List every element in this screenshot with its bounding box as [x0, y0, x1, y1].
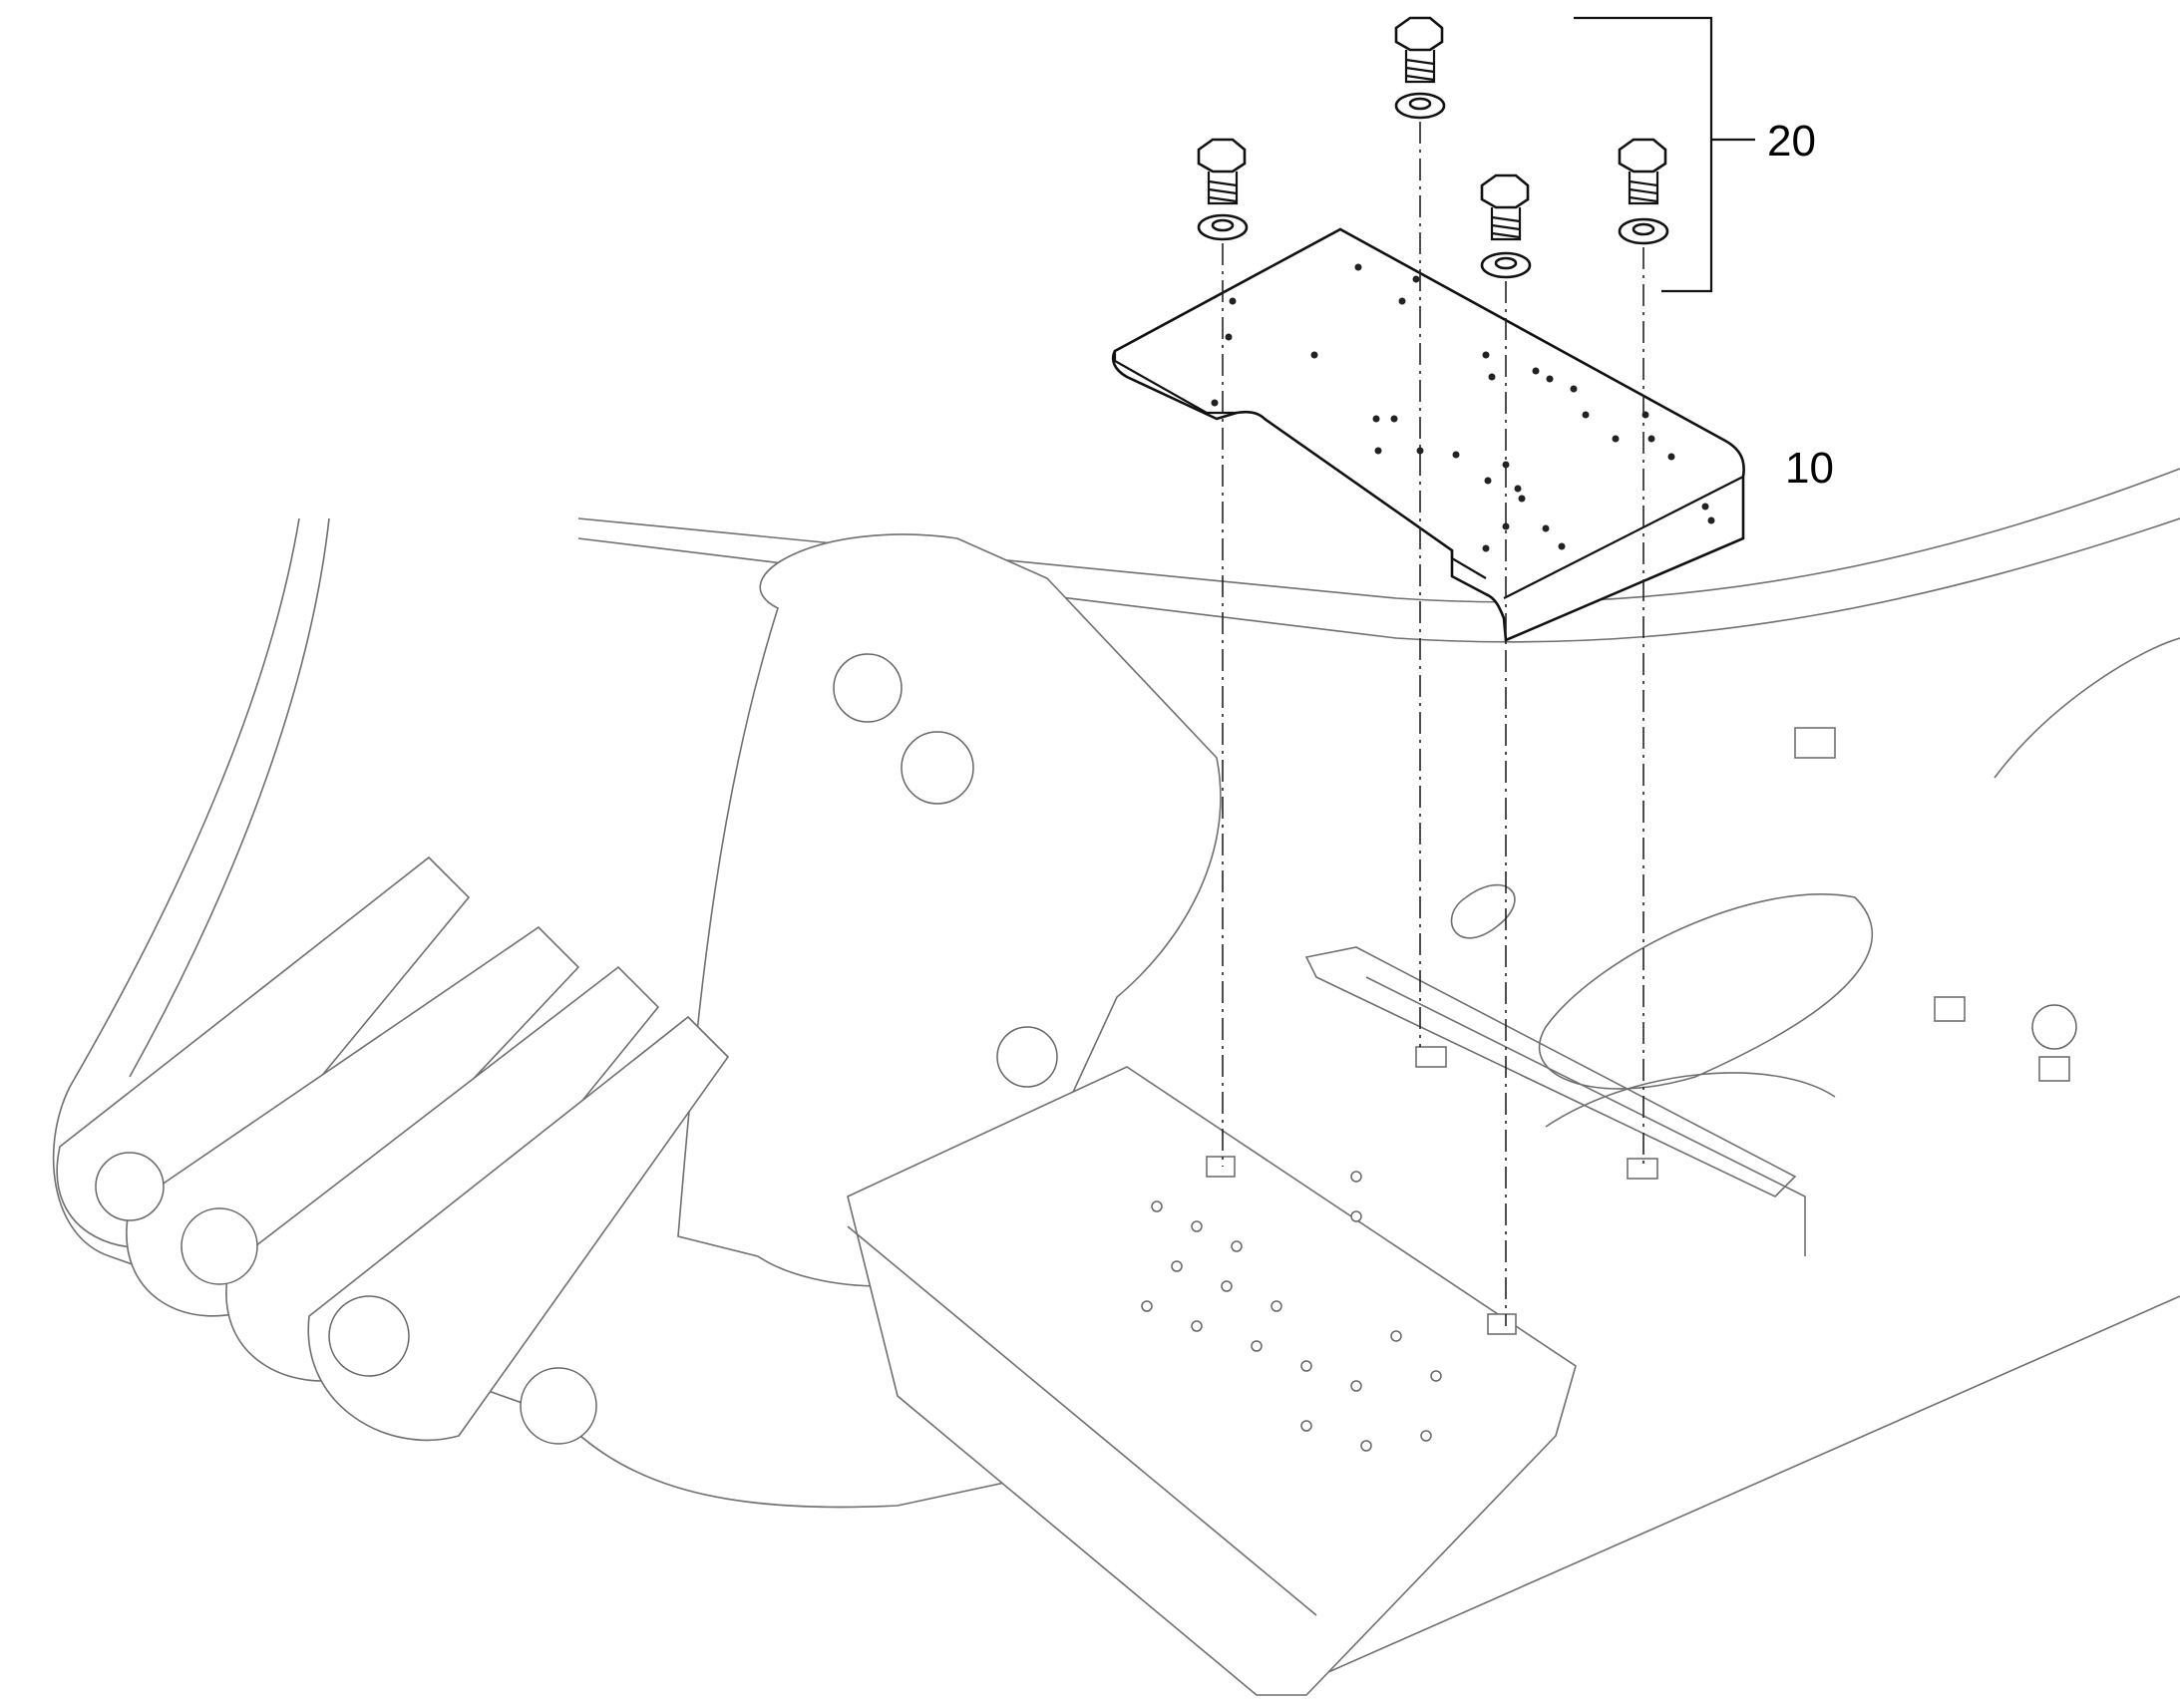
- step-holes: [1141, 1171, 1442, 1452]
- washer-icon: [1394, 92, 1446, 120]
- plate-holes: [1211, 263, 1715, 552]
- hex-bolt-icon: [1480, 173, 1530, 241]
- washer-icon: [1618, 217, 1669, 245]
- callout-item-10: 10: [1785, 444, 1834, 493]
- callout-bracket-20: [1574, 16, 1755, 293]
- hex-bolt-icon: [1197, 138, 1247, 205]
- washer-icon: [1480, 251, 1532, 279]
- callout-item-20: 20: [1767, 117, 1816, 166]
- hex-bolt-icon: [1618, 138, 1667, 205]
- hex-bolt-icon: [1394, 16, 1444, 84]
- washer-icon: [1197, 213, 1249, 241]
- bracket-plate: [1111, 227, 1745, 642]
- hardware-set: [1197, 16, 1669, 279]
- assembly-centerlines: [1222, 122, 1644, 1326]
- machine-frame: [52, 468, 2180, 1696]
